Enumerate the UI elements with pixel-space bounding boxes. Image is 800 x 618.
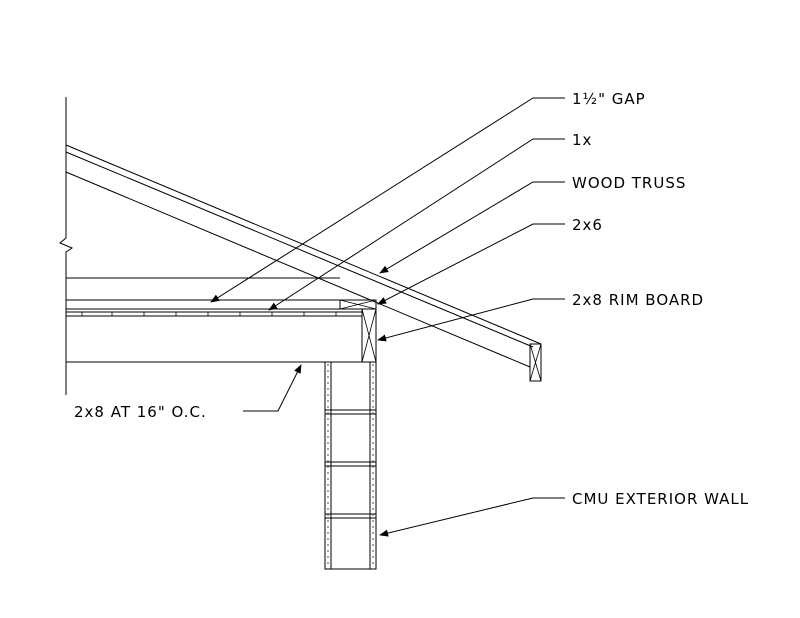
leader-joists xyxy=(243,364,302,412)
label-rim-board: 2x8 RIM BOARD xyxy=(572,291,704,309)
roof-rafter xyxy=(65,144,542,368)
label-cmu-wall: CMU EXTERIOR WALL xyxy=(572,490,749,508)
leader-rim-board xyxy=(377,298,565,342)
rim-board xyxy=(361,308,377,363)
leader-two-x-six xyxy=(377,223,565,305)
leader-one-x xyxy=(268,138,565,311)
rafter-tail-block xyxy=(529,343,542,382)
label-two-x-six: 2x6 xyxy=(572,216,603,234)
leader-cmu-wall xyxy=(379,497,565,537)
one-x-strip xyxy=(66,299,342,310)
label-joists: 2x8 AT 16" O.C. xyxy=(74,403,207,421)
cmu-wall xyxy=(324,361,377,570)
leader-gap xyxy=(210,97,565,303)
two-by-eight-joist xyxy=(66,316,363,363)
nailer-strip xyxy=(66,311,362,317)
label-gap: 1½" GAP xyxy=(572,90,646,108)
label-one-x: 1x xyxy=(572,131,592,149)
wall-break-line xyxy=(59,97,74,395)
leader-wood-truss xyxy=(379,181,565,274)
two-by-six-plate xyxy=(339,299,377,310)
label-wood-truss: WOOD TRUSS xyxy=(572,174,686,192)
